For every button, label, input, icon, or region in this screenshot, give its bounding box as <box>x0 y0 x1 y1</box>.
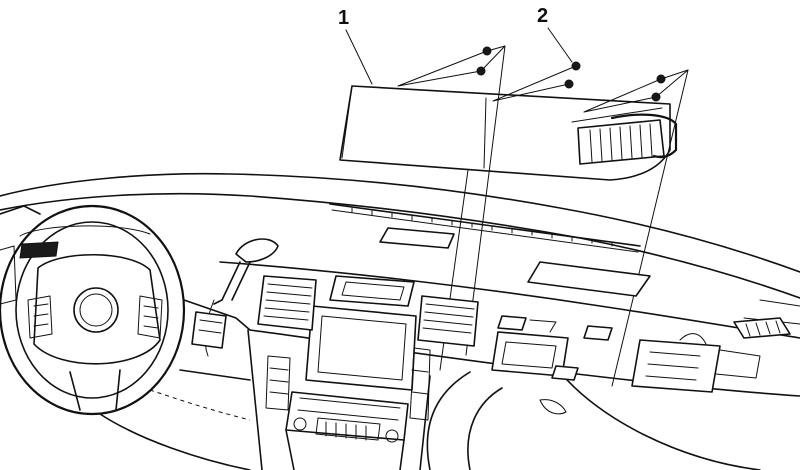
callout-2: 2 <box>537 5 573 63</box>
center-stack <box>247 275 479 470</box>
right-vent <box>733 317 791 339</box>
steering-wheel <box>0 204 186 416</box>
shift-lever <box>204 238 279 357</box>
center-cavity <box>491 315 613 381</box>
lower-right-components <box>539 333 761 415</box>
callout-2-label: 2 <box>537 5 548 27</box>
side-vent-grille <box>577 113 678 165</box>
upper-trim-panel <box>339 85 678 181</box>
callout-1: 1 <box>338 7 373 85</box>
callout-1-label: 1 <box>338 7 349 29</box>
fasteners <box>476 46 666 102</box>
lower-left-dash <box>0 205 251 470</box>
